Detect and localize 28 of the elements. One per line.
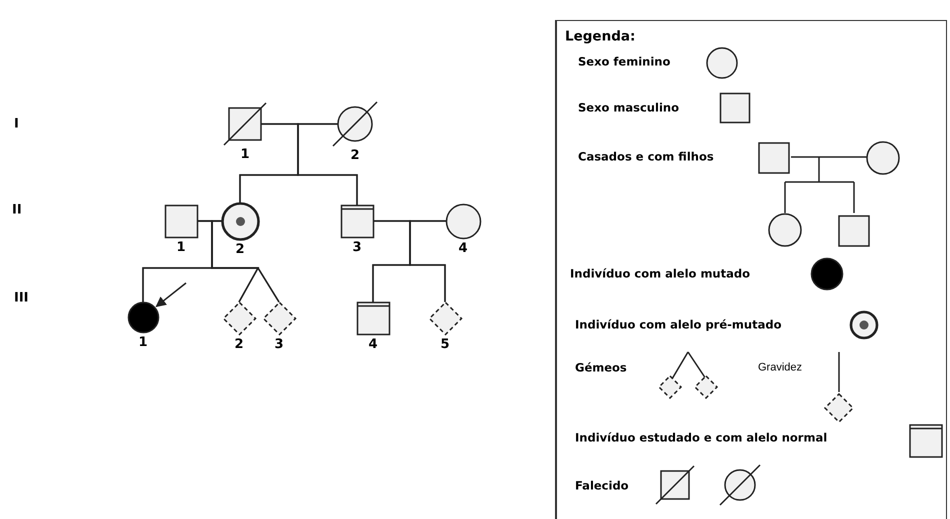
generation-label: III — [14, 292, 29, 304]
pedigree-line — [211, 220, 280, 302]
legend-label: Sexo feminino — [578, 56, 670, 68]
generation-label: I — [14, 118, 19, 130]
pedigree-line — [297, 123, 358, 205]
legend-label: Sexo masculino — [578, 102, 679, 114]
legend-label: Indivíduo com alelo pré-mutado — [575, 319, 782, 331]
individual-number: 1 — [138, 336, 148, 348]
generation-label: II — [12, 204, 22, 216]
individual-number: 3 — [274, 338, 284, 350]
legend-label: Gémeos — [575, 362, 627, 374]
individual-number: 5 — [440, 338, 450, 350]
individual-number: 1 — [240, 148, 250, 161]
legend-label: Casados e com filhos — [578, 151, 714, 163]
legend-label: Gravidez — [758, 362, 802, 374]
individual-number: 1 — [176, 240, 186, 254]
individual-number: 4 — [368, 338, 378, 350]
legend-label: Indivíduo com alelo mutado — [570, 268, 750, 280]
individual-number: 3 — [352, 240, 362, 254]
proband-arrow — [156, 282, 186, 308]
legend-title: Legenda: — [565, 30, 636, 44]
legend-label: Indivíduo estudado e com alelo normal — [575, 432, 828, 444]
individual-number: 2 — [235, 242, 245, 256]
individual-number: 4 — [458, 242, 468, 254]
individual-number: 2 — [234, 338, 244, 350]
pedigree-line — [409, 220, 446, 302]
legend-label: Falecido — [575, 480, 629, 492]
individual-number: 2 — [350, 149, 360, 162]
